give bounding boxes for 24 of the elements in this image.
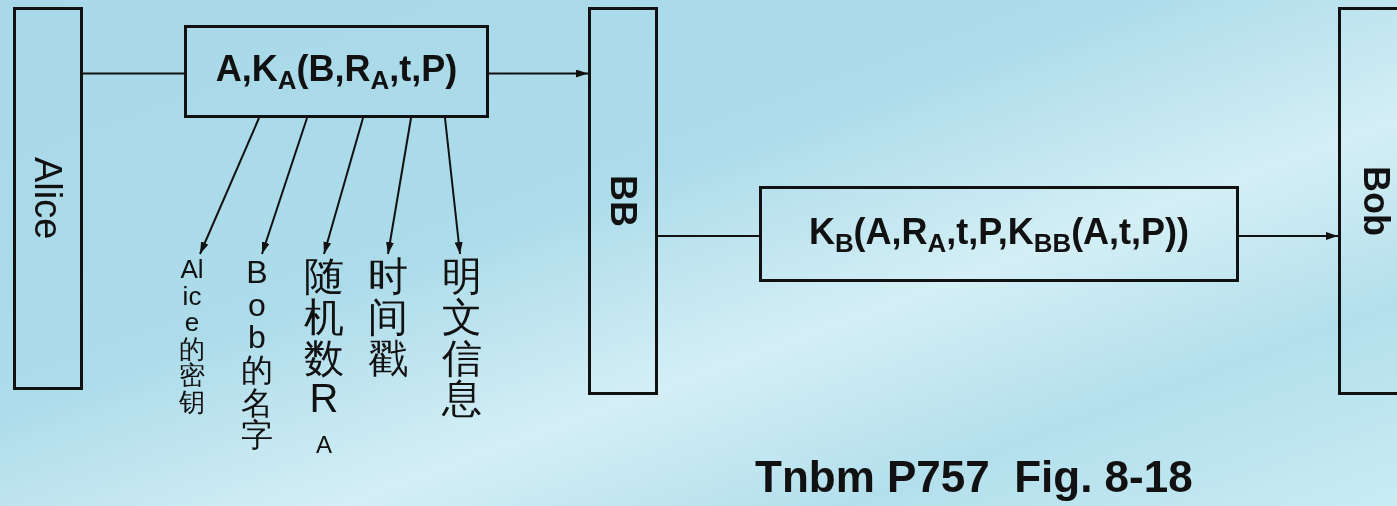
- message-box: [184, 25, 489, 118]
- field-label: Bob的名字: [240, 256, 274, 452]
- box-label: Bob: [1357, 166, 1394, 236]
- leader-arrow: [199, 117, 260, 255]
- connector-line: [82, 72, 185, 75]
- leader-arrow: [386, 117, 412, 255]
- field-label: 明文信息: [441, 256, 483, 420]
- server-box: [588, 7, 658, 395]
- message-text: A,K$_{A}$(B,R$_{A}$,t,P): [215, 48, 458, 95]
- party-box: [13, 7, 83, 390]
- field-label: 时间戳: [367, 256, 409, 379]
- leader-arrow: [444, 117, 463, 255]
- box-label: Alice: [29, 157, 67, 240]
- message-text: K$_{B}$(A,R$_{A}$,t,P,K$_{BB}$(A,t,P)): [808, 210, 1190, 258]
- field-label: Alice的密钥: [178, 256, 206, 416]
- leader-arrow: [323, 117, 364, 255]
- figure-caption: Tnbm P757 Fig. 8-18: [755, 452, 1193, 502]
- connector-line: [657, 235, 760, 237]
- arrow: [488, 69, 589, 78]
- party-box: [1338, 7, 1397, 395]
- leader-arrow: [261, 117, 308, 255]
- message-box: [759, 186, 1239, 282]
- arrow: [1238, 232, 1339, 240]
- box-label: BB: [605, 175, 641, 227]
